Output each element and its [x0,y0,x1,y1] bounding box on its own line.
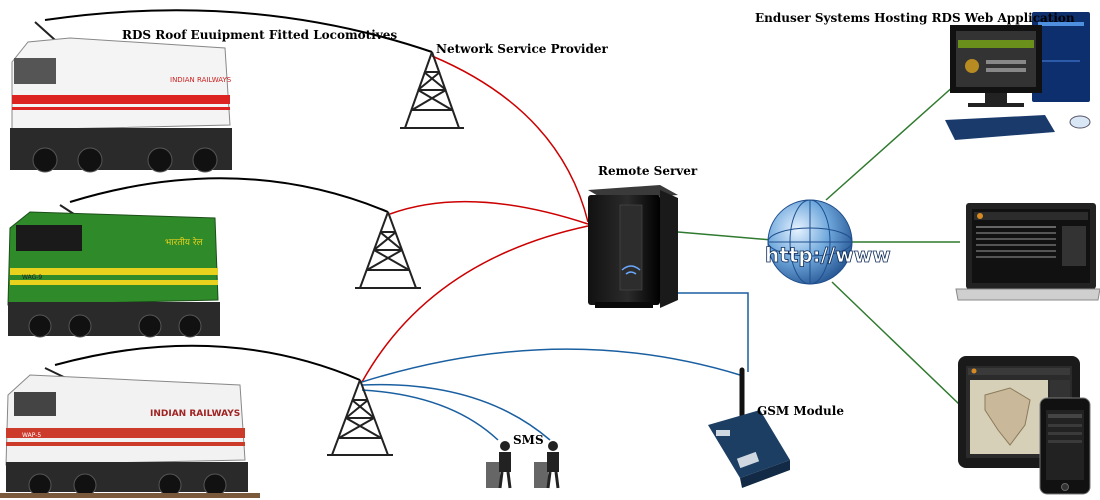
wire-loco1-tower1 [44,9,433,53]
loco3-brand-text: INDIAN RAILWAYS [150,409,240,419]
internet-globe-icon: http://www [765,199,891,285]
locomotive-1: INDIAN RAILWAYS [10,21,232,173]
loco3-class-text: WAP-5 [22,432,41,439]
smartphone-icon [1039,397,1091,495]
link-tower3-sms2 [361,383,551,441]
label-sms: SMS [513,433,544,447]
link-tower3-server [361,225,589,383]
cell-tower-3-icon [327,379,393,456]
label-locomotives: RDS Roof Euuipment Fitted Locomotives [122,28,397,42]
loco2-class-text: WAG-9 [22,274,42,281]
cell-tower-1-icon [400,51,464,129]
remote-server-icon [588,185,678,308]
wire-loco3-tower3 [54,344,361,381]
link-tower3-gsm [361,348,741,383]
sms-phone-1-icon [486,441,512,489]
globe-url-text: http://www [765,243,891,267]
link-internet-desktop [825,84,956,201]
label-enduser-systems: Enduser Systems Hosting RDS Web Applicat… [755,11,1075,25]
link-tower1-server [431,55,589,223]
desktop-computer-icon [945,12,1091,140]
link-server-gsm [662,292,749,372]
link-internet-tablet [831,281,961,406]
label-gsm-module: GSM Module [757,404,844,418]
label-network-service-provider: Network Service Provider [436,42,608,56]
sms-phone-2-icon [534,441,560,489]
laptop-icon [955,203,1100,301]
cell-tower-2-icon [355,211,421,289]
label-remote-server: Remote Server [598,164,698,178]
loco2-brand-text: भारतीय रेल [165,236,204,248]
link-tower3-sms1 [361,389,499,441]
locomotive-3: INDIAN RAILWAYS WAP-5 [0,367,260,498]
locomotive-2: भारतीय रेल WAG-9 [7,204,220,338]
link-server-internet [677,231,773,241]
loco1-brand-text: INDIAN RAILWAYS [170,76,232,84]
link-tower2-server [389,200,589,225]
wire-loco2-tower2 [69,177,389,213]
connections [44,9,961,441]
gsm-module-icon [708,367,790,488]
